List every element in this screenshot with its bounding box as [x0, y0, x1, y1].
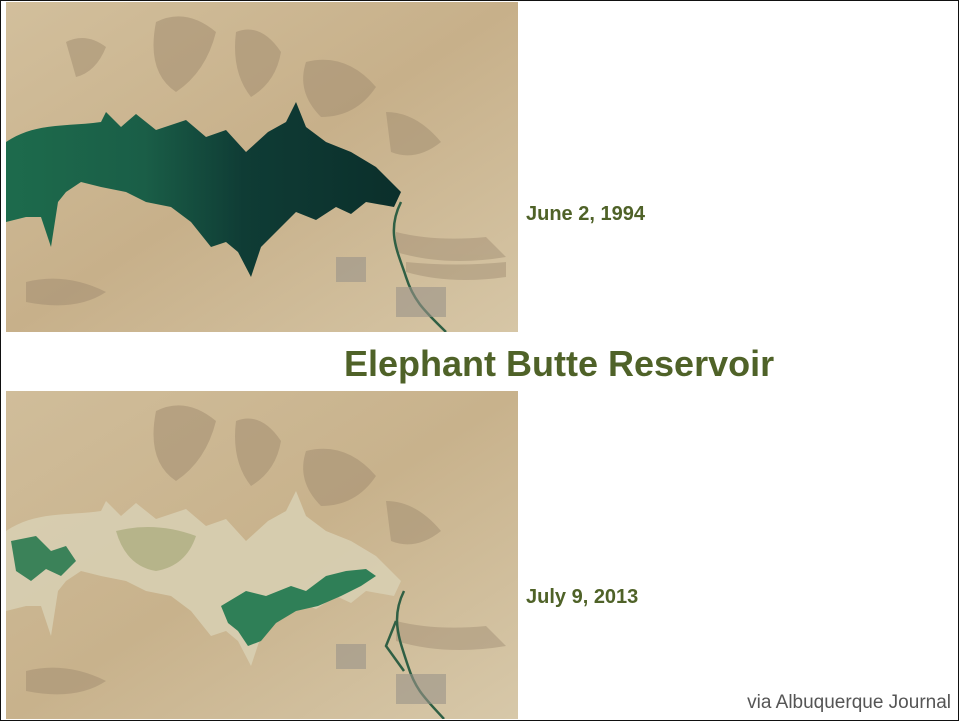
image-credit: via Albuquerque Journal — [747, 692, 951, 713]
satellite-image-2013 — [6, 391, 518, 719]
slide-title: Elephant Butte Reservoir — [344, 343, 775, 384]
date-label-2013: July 9, 2013 — [526, 586, 639, 608]
date-label-1994: June 2, 1994 — [526, 203, 645, 225]
satellite-image-1994 — [6, 2, 518, 332]
